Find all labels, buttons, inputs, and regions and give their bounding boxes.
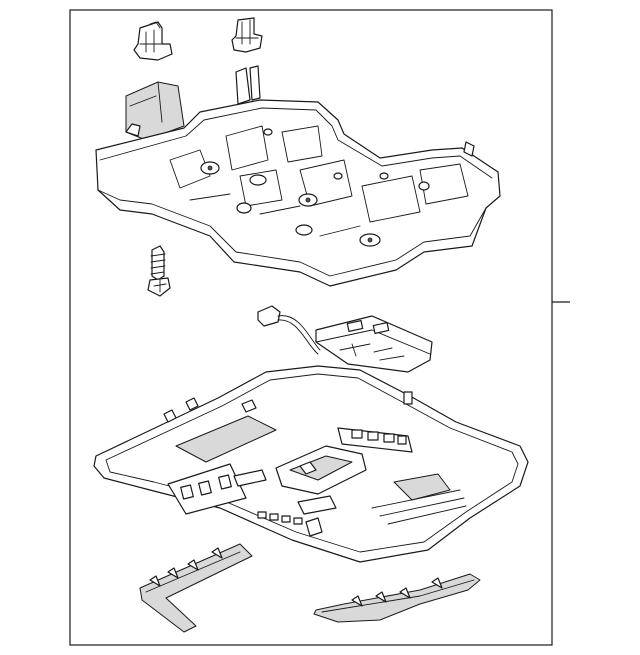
- wiring-harness-module-icon: [257, 305, 433, 373]
- clip-left-icon: [133, 21, 173, 61]
- diagram-frame: [69, 9, 553, 646]
- console-bezel-icon: [93, 365, 529, 563]
- trim-strip-right-icon: [313, 573, 481, 623]
- console-housing-icon: [95, 65, 501, 287]
- clip-right-icon: [231, 17, 263, 53]
- trim-strip-left-icon: [139, 543, 253, 633]
- screw-icon: [147, 245, 171, 297]
